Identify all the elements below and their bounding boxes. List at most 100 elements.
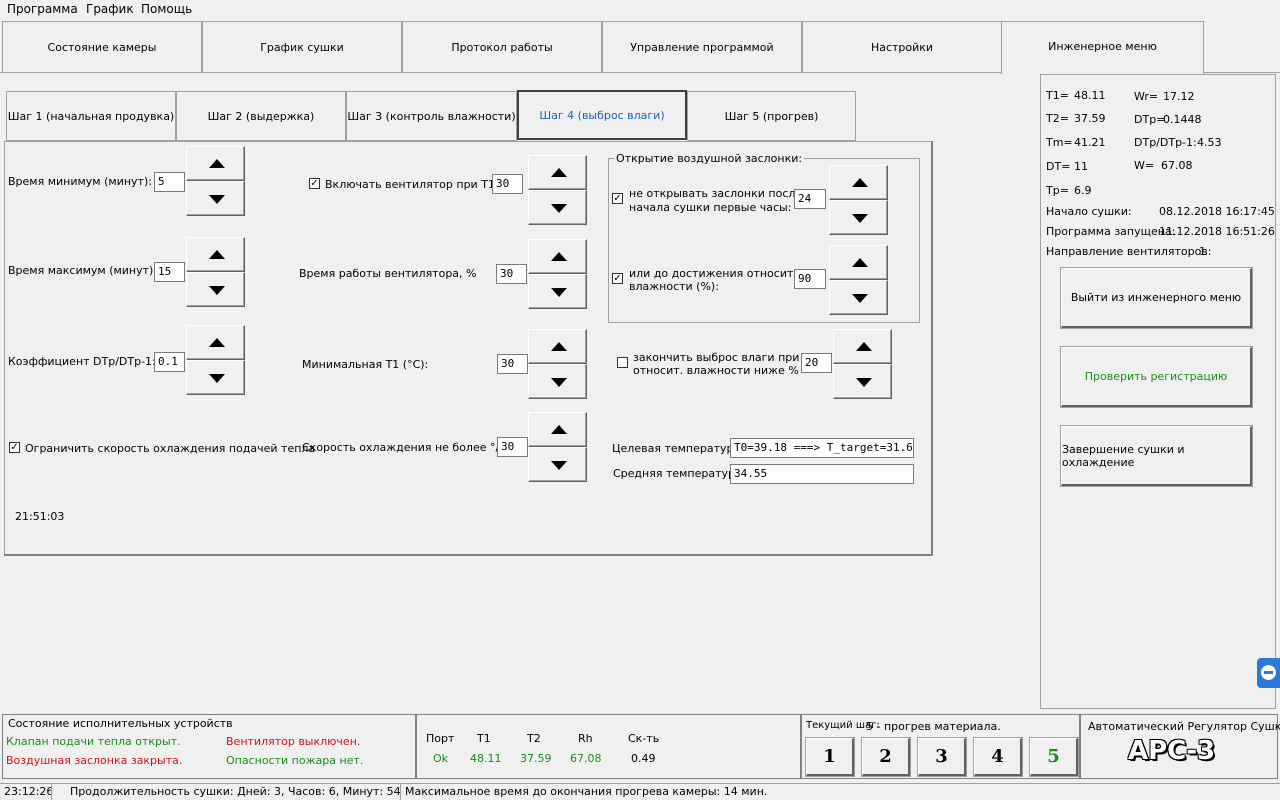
cool-rate-up-button[interactable] [528,412,587,447]
subtab-step5[interactable]: Шаг 5 (прогрев) [687,91,856,141]
time-max-up-button[interactable] [186,237,245,272]
no-open-up-button[interactable] [829,165,888,200]
min-t1-up-button[interactable] [528,329,587,364]
current-step-label: Текущий шаг: [806,720,880,731]
time-max-down-button[interactable] [186,272,245,307]
brand-logo: АРС-3 [1128,736,1216,766]
tab-baseline [0,72,1280,73]
subtab-step4[interactable]: Шаг 4 (выброс влаги) [517,90,687,140]
heat-valve-status: Клапан подачи тепла открыт. [6,735,181,748]
subtab-step2[interactable]: Шаг 2 (выдержка) [176,91,346,141]
tab-program-control[interactable]: Управление программой [602,21,802,73]
coef-down-button[interactable] [186,360,245,395]
tab-chamber-state[interactable]: Состояние камеры [2,21,202,73]
fan-work-down-button[interactable] [528,274,587,309]
arrow-up-icon [209,250,225,259]
time-min-up-button[interactable] [186,146,245,181]
humid-label-1: или до достижения относит. [629,267,797,280]
fire-status: Опасности пожара нет. [226,754,364,767]
step4-panel [4,141,933,556]
tab-work-log[interactable]: Протокол работы [402,21,602,73]
check-registration-button[interactable]: Проверить регистрацию [1061,347,1252,407]
t1-value: 48.11 [1074,89,1106,102]
devices-title: Состояние исполнительных устройств [8,717,233,730]
start-label: Начало сушки: [1046,205,1132,218]
brand-subtitle: Автоматический Регулятор Сушки [1088,720,1280,733]
time-min-label: Время минимум (минут): [8,175,152,188]
cool-rate-label: Скорость охлаждения не более °/час: [302,441,523,454]
wr-label: Wr= [1134,90,1159,103]
menu-graph[interactable]: График [86,2,134,16]
time-min-down-button[interactable] [186,181,245,216]
step-2-button[interactable]: 2 [862,738,910,776]
limit-cool-checkbox[interactable]: ✓ [9,442,20,453]
subtab-step3[interactable]: Шаг 3 (контроль влажности) [346,91,517,141]
fan-work-label: Время работы вентилятора, % [299,267,477,280]
arrow-down-icon [209,195,225,204]
sensor-value-t1: 48.11 [470,752,502,765]
fan-work-up-button[interactable] [528,239,587,274]
humid-input[interactable]: 90 [794,269,826,289]
step-3-button[interactable]: 3 [918,738,966,776]
humid-down-button[interactable] [829,280,888,315]
no-open-checkbox[interactable]: ✓ [612,193,623,204]
tab-drying-graph[interactable]: График сушки [202,21,402,73]
finish-up-button[interactable] [833,329,892,364]
humid-checkbox[interactable]: ✓ [612,273,623,284]
t2-value: 37.59 [1074,112,1106,125]
humid-up-button[interactable] [829,245,888,280]
sensor-header-t2: T2 [527,732,541,745]
tab-engineering-menu[interactable]: Инженерное меню [1001,21,1204,74]
coef-input[interactable]: 0.1 [154,352,185,372]
finish-checkbox[interactable] [617,357,628,368]
humid-spinner [829,245,888,315]
min-t1-input[interactable]: 30 [497,354,528,374]
coef-up-button[interactable] [186,325,245,360]
prog-value: 11.12.2018 16:51:26 [1159,225,1275,238]
prog-label: Программа запущена: [1046,225,1176,238]
menu-program[interactable]: Программа [7,2,78,16]
time-min-input[interactable]: 5 [154,172,185,192]
cool-rate-down-button[interactable] [528,447,587,482]
fan-work-input[interactable]: 30 [496,264,527,284]
no-open-input[interactable]: 24 [794,189,826,209]
min-t1-spinner [528,329,587,399]
fan-dir-value: 1 [1199,245,1206,258]
arrow-up-icon [551,168,567,177]
subtab-step1[interactable]: Шаг 1 (начальная продувка) [6,91,176,141]
clock-label: 21:51:03 [15,510,65,523]
step-5-button[interactable]: 5 [1030,738,1078,776]
status-max-time: Максимальное время до окончания прогрева… [405,785,768,798]
menu-help[interactable]: Помощь [141,2,193,16]
arrow-down-icon [209,374,225,383]
devices-box [2,714,416,779]
fan-on-up-button[interactable] [528,155,587,190]
tp-label: Tp= [1046,184,1069,197]
time-max-input[interactable]: 15 [154,262,185,282]
target-temp-field: T0=39.18 ===> T_target=31.68 [730,438,914,458]
dtp-value: 0.1448 [1163,113,1202,126]
min-t1-down-button[interactable] [528,364,587,399]
valve-group-title: Открытие воздушной заслонки: [614,152,805,165]
step-1-button[interactable]: 1 [806,738,854,776]
fan-on-down-button[interactable] [528,190,587,225]
no-open-down-button[interactable] [829,200,888,235]
tab-settings[interactable]: Настройки [802,21,1002,73]
remote-support-icon[interactable] [1257,658,1280,688]
arrow-down-icon [856,378,872,387]
w-label: W= [1134,159,1155,172]
finish-drying-button[interactable]: Завершение сушки и охлаждение [1061,426,1252,486]
fan-status: Вентилятор выключен. [226,735,361,748]
arrow-up-icon [209,338,225,347]
cool-rate-input[interactable]: 30 [497,437,528,457]
step-4-button[interactable]: 4 [974,738,1022,776]
exit-engineering-button[interactable]: Выйти из инженерного меню [1061,268,1252,328]
fan-on-checkbox[interactable]: ✓ [309,178,320,189]
finish-down-button[interactable] [833,364,892,399]
finish-input[interactable]: 20 [801,353,832,373]
arrow-down-icon [551,204,567,213]
arrow-up-icon [551,342,567,351]
sensor-value-rh: 67.08 [570,752,602,765]
air-valve-status: Воздушная заслонка закрыта. [6,754,183,767]
fan-on-input[interactable]: 30 [492,174,523,194]
